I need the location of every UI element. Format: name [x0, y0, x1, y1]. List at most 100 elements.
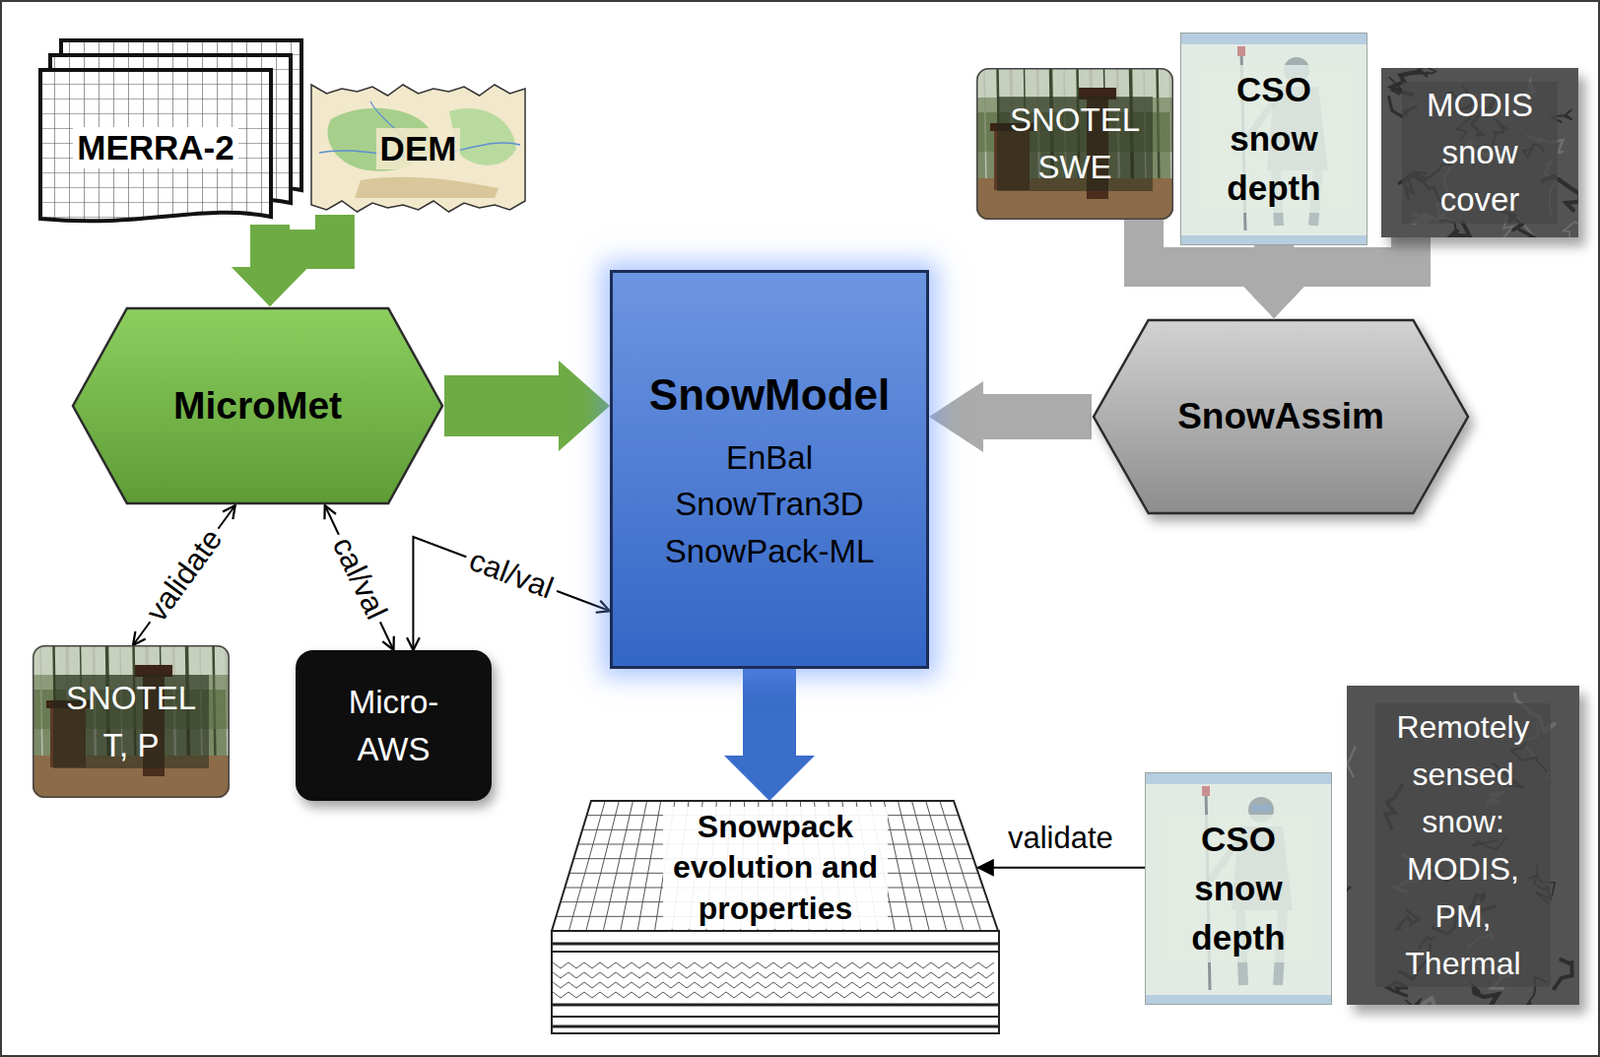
- grid-line: [586, 800, 619, 932]
- reanalysis-grid: MERRA-2: [40, 40, 302, 225]
- layer-line: [551, 1015, 1000, 1018]
- node-text: MicroMet: [173, 383, 342, 430]
- image-ground: [1346, 685, 1580, 1005]
- layer-texture: [552, 972, 995, 979]
- photo-border: [33, 646, 230, 799]
- grid-line: [620, 800, 648, 932]
- photo-ground: [32, 645, 230, 799]
- terrain-texture: [1422, 998, 1443, 1005]
- edge-label: cal/val: [323, 527, 397, 630]
- edge-label: validate: [1002, 820, 1119, 857]
- model-box: SnowModelEnBalSnowTran3DSnowPack-ML: [609, 269, 930, 669]
- arrow-head: [724, 755, 815, 801]
- node-text: EnBal: [726, 434, 813, 482]
- node-text: CSO snow depth: [1196, 65, 1352, 213]
- layer-line: [551, 950, 1000, 953]
- arrow-head: [558, 360, 610, 452]
- map-border: [311, 84, 526, 212]
- station-photo: SNOTEL SWE: [976, 67, 1174, 220]
- text-area: SNOTEL SWE: [976, 67, 1174, 220]
- text-area: SNOTEL T, P: [32, 645, 230, 799]
- arrow-shaft: [269, 214, 335, 268]
- node-text: SnowTran3D: [674, 480, 864, 529]
- map-ground: [311, 84, 526, 212]
- layer-texture: [552, 982, 995, 989]
- photo-ground: [1144, 772, 1333, 1005]
- node-text: MERRA-2: [72, 127, 238, 169]
- map-upland: [354, 177, 499, 199]
- grid-line: [912, 800, 947, 932]
- node-text: Micro- AWS: [320, 678, 468, 774]
- connector-path: [412, 536, 610, 651]
- sky-strip: [1180, 32, 1368, 45]
- arrow-head: [1236, 278, 1312, 319]
- terrain-texture: [1500, 229, 1534, 238]
- photo-border: [1145, 773, 1333, 1005]
- grid-line: [883, 800, 913, 932]
- layer-texture: [552, 962, 995, 969]
- block-arrow: [929, 381, 1092, 453]
- text-area: Snowpack evolution and properties: [550, 802, 1000, 934]
- sheet-outline: [40, 69, 271, 221]
- text-area: SnowModelEnBalSnowTran3DSnowPack-ML: [609, 269, 930, 669]
- grid-ground: [551, 800, 999, 932]
- process-hexagon: SnowAssim: [1091, 318, 1470, 516]
- node-text: SnowAssim: [1177, 395, 1385, 439]
- station-box: Micro- AWS: [295, 650, 492, 801]
- image-ground: [1381, 67, 1579, 238]
- pole-tip: [1237, 46, 1246, 57]
- hexagon: [72, 308, 443, 504]
- text-area: MERRA-2: [40, 69, 271, 225]
- photo-border: [1181, 33, 1368, 246]
- node-text: CSO snow depth: [1160, 814, 1317, 963]
- layer-line: [551, 1025, 1000, 1029]
- terrain-texture: [1473, 987, 1499, 1005]
- text-area: CSO snow depth: [1180, 32, 1368, 246]
- pole-tip: [1201, 786, 1210, 797]
- node-text: SnowPack-ML: [665, 528, 875, 576]
- arrow-head: [231, 266, 309, 307]
- layer-line: [551, 1003, 1000, 1007]
- edge-label: validate: [135, 518, 233, 632]
- text-area: DEM: [311, 81, 526, 215]
- photo-border: [977, 68, 1174, 220]
- block-arrow: [231, 214, 335, 307]
- photo: [32, 645, 230, 799]
- arrow-shaft: [982, 394, 1092, 440]
- grid-line: [568, 800, 605, 932]
- station-photo: SNOTEL T, P: [32, 645, 230, 799]
- layer-slab: [551, 931, 1000, 1034]
- person-goggles: [1251, 804, 1271, 812]
- node-text: DEM: [376, 128, 462, 170]
- photo: [976, 67, 1174, 220]
- node-text: MODIS snow cover: [1401, 81, 1558, 224]
- arrow-shaft: [444, 375, 560, 437]
- text-area: SnowAssim: [1091, 318, 1470, 516]
- connector-path: [976, 866, 1145, 869]
- text-area: Micro- AWS: [295, 650, 492, 801]
- satellite-image: MODIS snow cover: [1381, 67, 1579, 238]
- layer-line: [551, 942, 1000, 946]
- grid-line: [897, 800, 930, 932]
- connector-line: [412, 536, 610, 651]
- arrow-head: [1236, 278, 1312, 319]
- edge-label: cal/val: [460, 540, 563, 608]
- text-area: MODIS snow cover: [1381, 67, 1579, 238]
- block-arrow: [724, 668, 815, 801]
- text-area: MicroMet: [70, 306, 445, 506]
- grid-outline: [551, 800, 999, 932]
- text-area: Remotely sensed snow: MODIS, PM, Thermal: [1346, 685, 1580, 1005]
- snow-strip: [1180, 235, 1368, 246]
- node-shape: [295, 650, 492, 801]
- arrow-head: [231, 266, 309, 307]
- hexagon: [1093, 320, 1468, 514]
- grid-line: [602, 800, 633, 932]
- station-fill: [295, 650, 492, 801]
- terrain-texture: [1553, 959, 1573, 991]
- terrain-texture: [1563, 221, 1579, 238]
- photo-ground: [976, 67, 1174, 220]
- photo-ground: [1180, 32, 1368, 246]
